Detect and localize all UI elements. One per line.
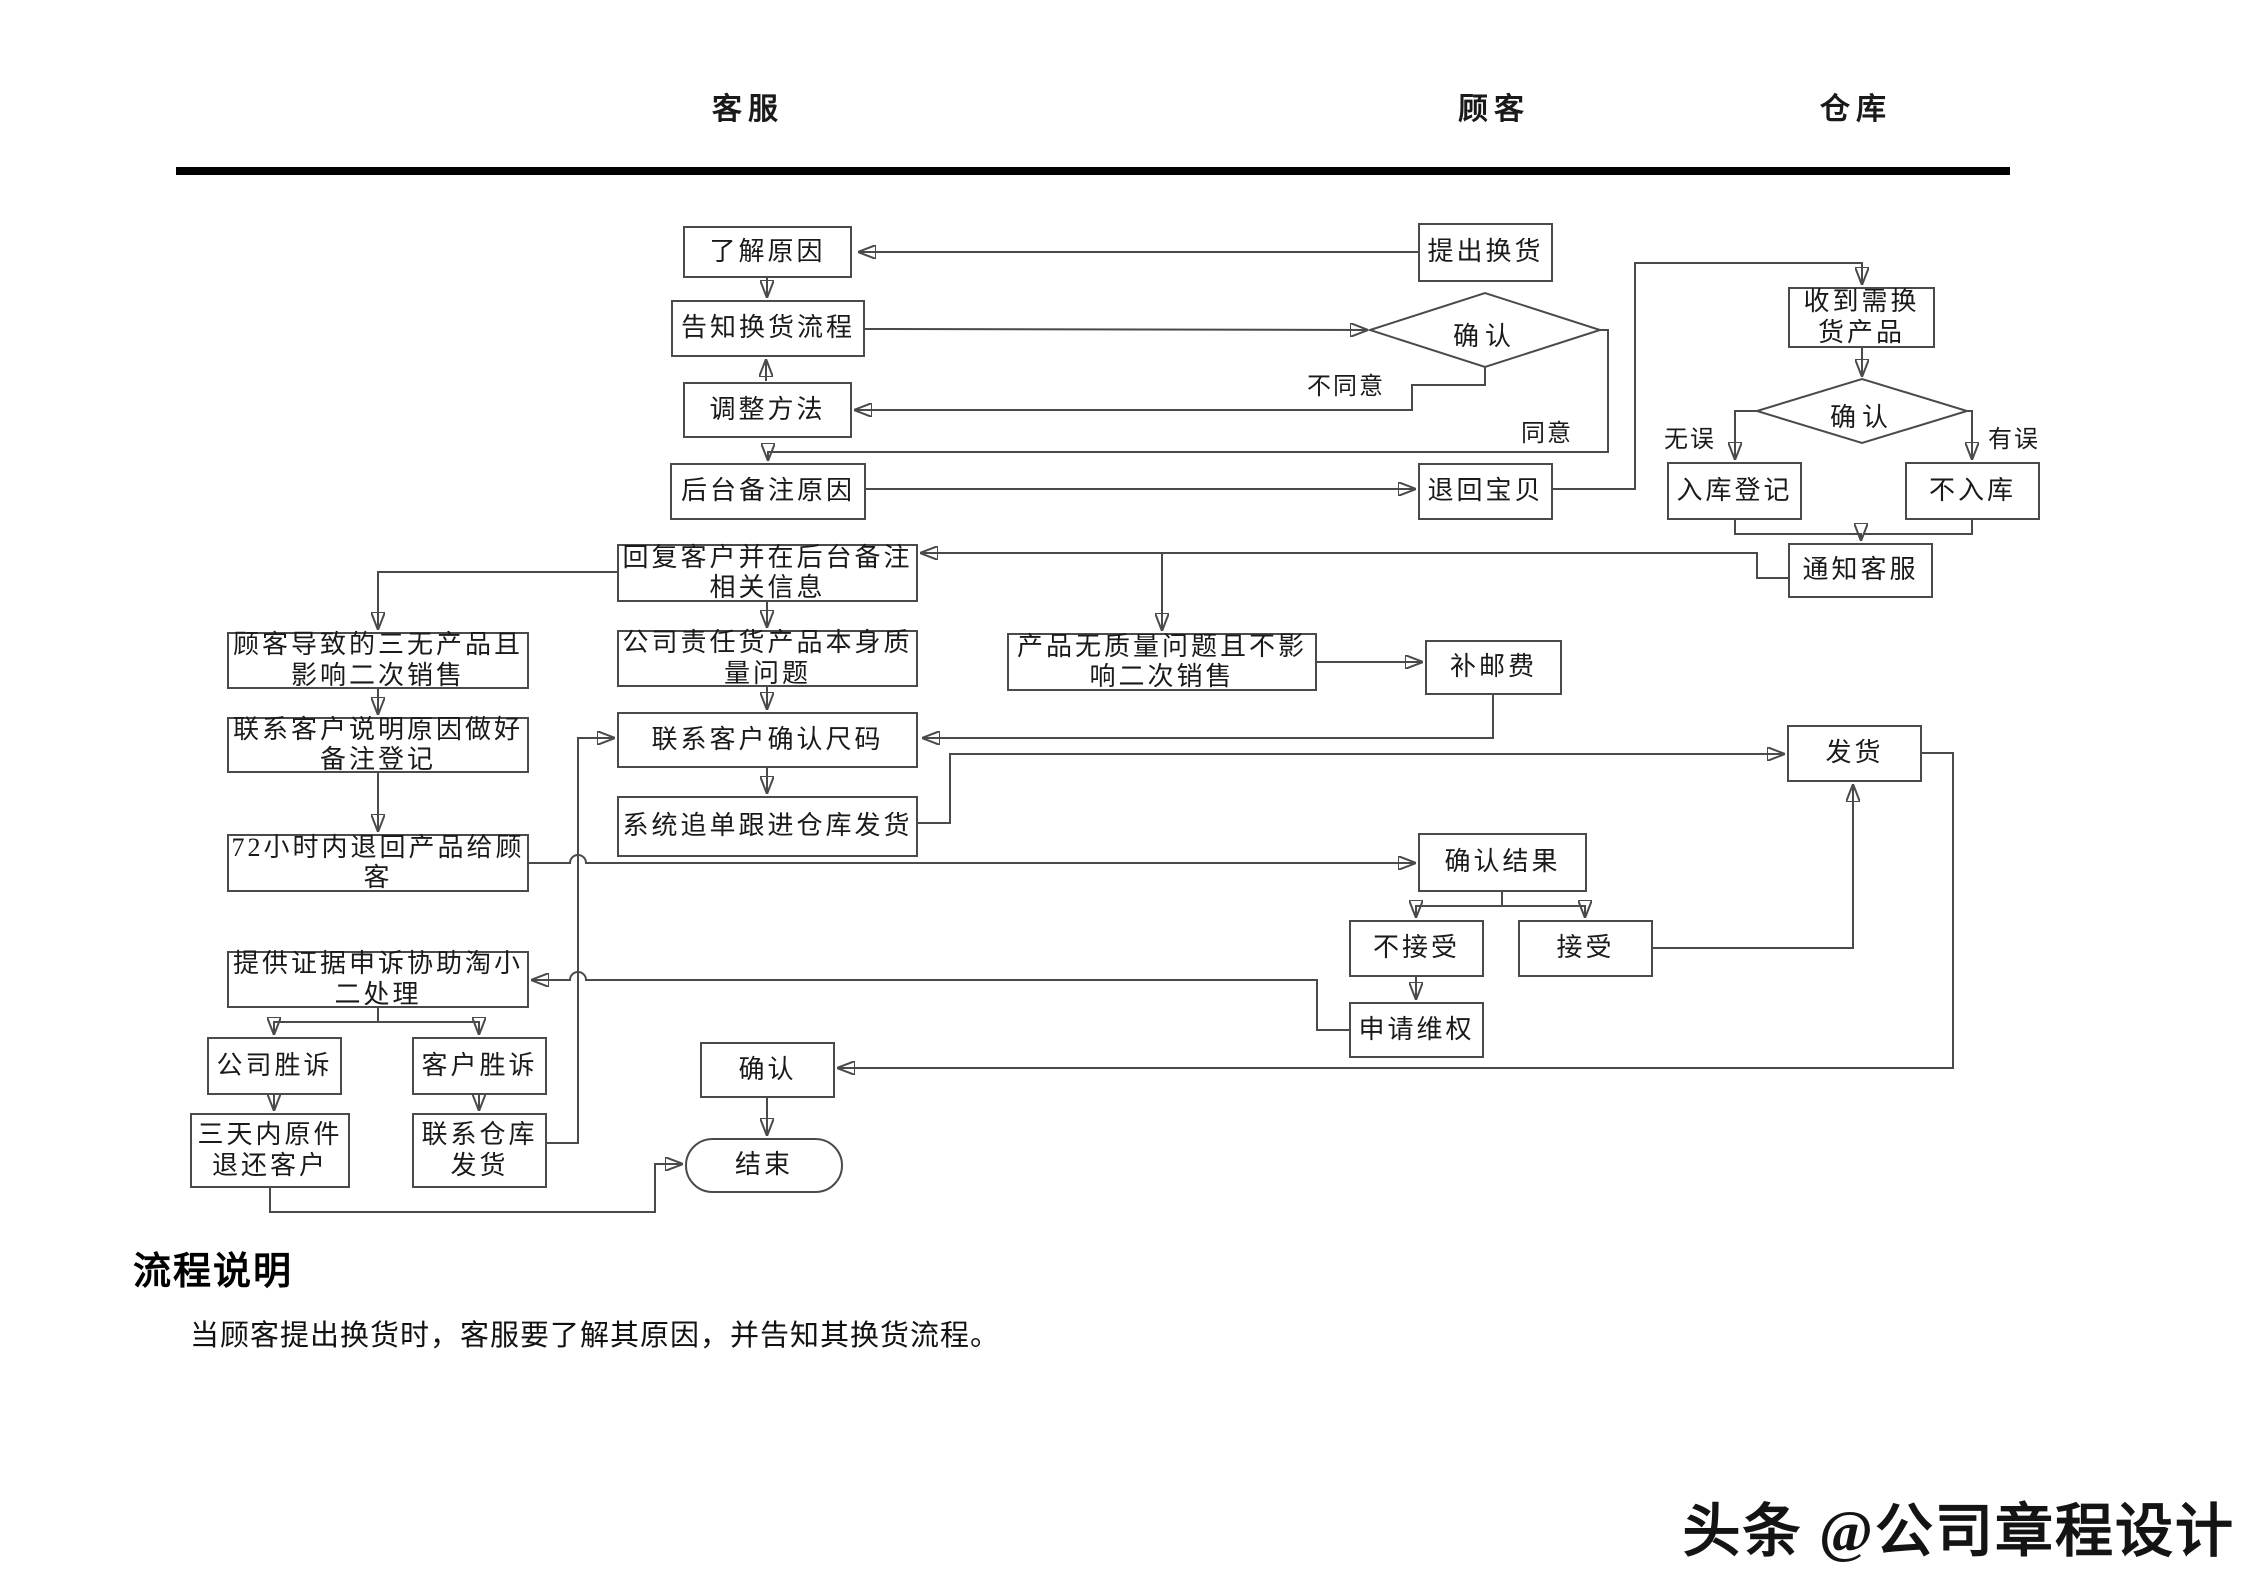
edge-whship-to-confirm-size — [547, 738, 613, 1144]
edge-evidence-to-company-wins — [274, 1008, 379, 1033]
edge-label-disagree: 不同意 — [1307, 374, 1385, 400]
confirm-warehouse-diamond-label: 确认 — [1829, 403, 1894, 432]
node-register-storage: 入库登记 — [1667, 462, 1802, 520]
edge-disagree-to-adjust — [856, 367, 1486, 410]
node-accept: 接受 — [1518, 920, 1653, 977]
edge-return3d-to-end — [269, 1164, 681, 1213]
node-confirm-final: 确认 — [700, 1042, 835, 1098]
edge-reply-to-customer-caused — [378, 571, 617, 628]
node-return-72h: 72小时内退回产品给顾客 — [227, 833, 529, 892]
node-return-3days: 三天内原件退还客户 — [190, 1113, 350, 1188]
node-adjust-method: 调整方法 — [683, 382, 852, 438]
watermark-text: 头条 @公司章程设计 — [1682, 1499, 2235, 1564]
edge-label-no-error: 无误 — [1664, 427, 1716, 453]
edge-agree-to-note-reason — [768, 329, 1609, 459]
node-return-item: 退回宝贝 — [1418, 463, 1553, 520]
notes-body: 当顾客提出换货时，客服要了解其原因，并告知其换货流程。 — [190, 1320, 1001, 1352]
lane-header-warehouse: 仓库 — [1820, 93, 1892, 126]
node-inform-process: 告知换货流程 — [671, 300, 865, 357]
confirm-customer-diamond-shape — [1366, 291, 1604, 369]
node-confirm-size: 联系客户确认尺码 — [617, 712, 918, 768]
node-pay-postage: 补邮费 — [1425, 640, 1562, 695]
node-understand-reason: 了解原因 — [683, 226, 852, 278]
edge-ship-to-confirm-final — [839, 752, 1954, 1068]
node-provide-evidence: 提供证据申诉协助淘小二处理 — [227, 949, 529, 1009]
edge-rights-to-evidence — [533, 971, 1349, 1031]
lane-header-customer-service: 客服 — [712, 93, 784, 126]
node-no-quality-issue: 产品无质量问题且不影响二次销售 — [1007, 632, 1317, 691]
edge-inform-to-confirm — [864, 329, 1366, 330]
node-ship: 发货 — [1787, 725, 1922, 782]
node-request-exchange: 提出换货 — [1418, 223, 1553, 282]
edge-result-to-not-accept — [1416, 892, 1503, 916]
node-notify-cs: 通知客服 — [1788, 543, 1933, 598]
node-no-storage: 不入库 — [1905, 462, 2040, 520]
edge-track-to-ship — [918, 754, 1783, 824]
node-customer-caused: 顾客导致的三无产品且影响二次销售 — [227, 630, 529, 690]
node-track-order: 系统追单跟进仓库发货 — [617, 796, 918, 857]
node-apply-rights: 申请维权 — [1349, 1002, 1484, 1058]
node-company-wins: 公司胜诉 — [207, 1037, 342, 1095]
edge-label-has-error: 有误 — [1988, 427, 2040, 453]
edge-no-error-to-register — [1735, 410, 1757, 458]
edge-no-storage-to-notify — [1863, 520, 1973, 535]
node-reply-customer: 回复客户并在后台备注相关信息 — [617, 543, 918, 602]
node-not-accept: 不接受 — [1349, 920, 1484, 977]
edge-postage-to-confirm-size — [924, 695, 1494, 738]
edge-evidence-to-customer-wins — [378, 1022, 479, 1033]
node-contact-warehouse-ship: 联系仓库发货 — [412, 1113, 547, 1188]
edge-notify-to-reply — [922, 553, 1788, 579]
node-note-reason: 后台备注原因 — [670, 463, 866, 520]
edge-result-to-accept — [1502, 906, 1585, 916]
edge-return-item-to-receive — [1553, 262, 1862, 490]
notes-heading: 流程说明 — [133, 1251, 294, 1293]
edge-label-agree: 同意 — [1521, 421, 1573, 447]
node-receive-product: 收到需换货产品 — [1788, 287, 1935, 348]
node-customer-wins: 客户胜诉 — [412, 1037, 547, 1095]
node-end: 结束 — [685, 1138, 843, 1193]
confirm-warehouse-diamond-shape — [1753, 377, 1971, 445]
edge-register-to-notify — [1734, 520, 1861, 539]
lane-header-customer: 顾客 — [1458, 93, 1530, 126]
node-confirm-result: 确认结果 — [1418, 833, 1587, 892]
node-contact-explain: 联系客户说明原因做好备注登记 — [227, 715, 529, 774]
edge-has-error-to-no-storage — [1967, 410, 1972, 458]
node-company-quality: 公司责任货产品本身质量问题 — [617, 628, 918, 688]
confirm-customer-diamond-label: 确认 — [1452, 322, 1517, 351]
edge-accept-to-ship — [1653, 786, 1853, 949]
header-rule — [176, 167, 2010, 175]
